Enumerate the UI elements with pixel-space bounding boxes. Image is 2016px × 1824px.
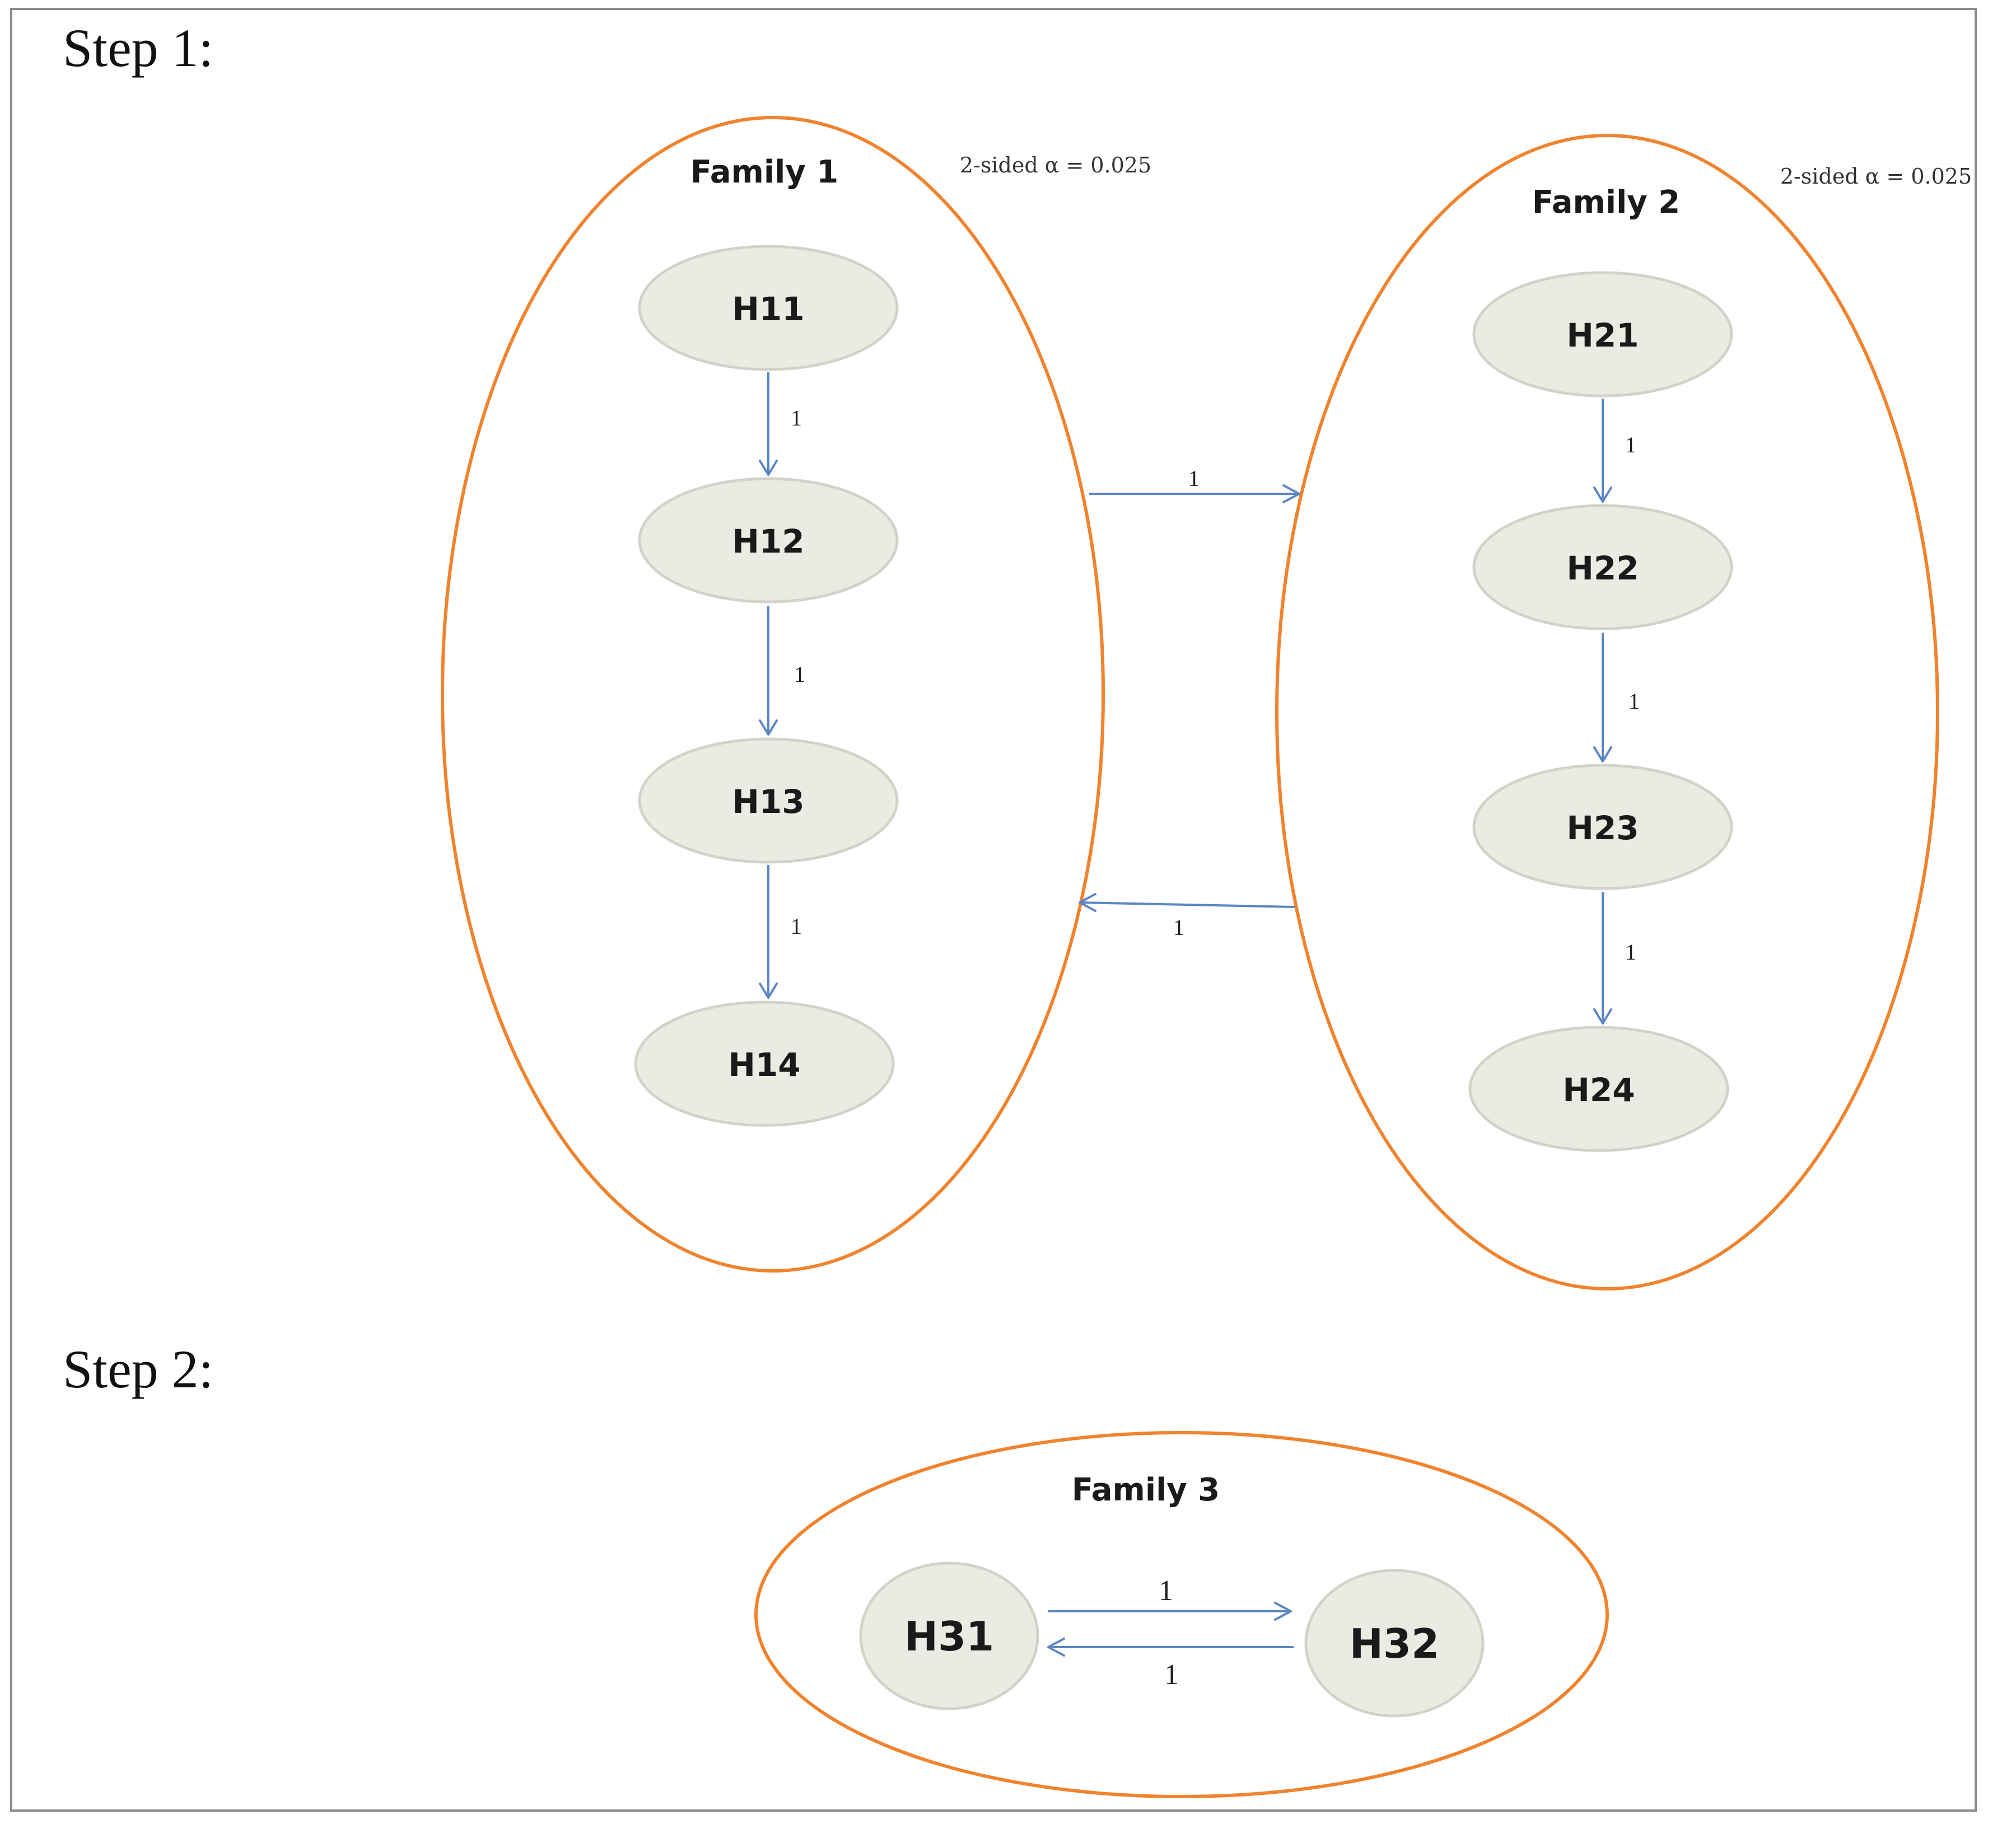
family-1-alpha: 2-sided α = 0.025 xyxy=(960,153,1151,177)
node-h12-label: H12 xyxy=(732,522,804,560)
edge-h13-h14-arrowhead xyxy=(759,983,778,999)
node-h13: H13 xyxy=(638,737,899,864)
edge-family1-family2-weight: 1 xyxy=(1188,466,1200,491)
edge-h21-h22-arrowhead xyxy=(1593,487,1612,503)
node-h11-label: H11 xyxy=(732,290,804,328)
node-h14: H14 xyxy=(634,1000,895,1127)
edge-family2-family1-weight: 1 xyxy=(1173,915,1184,940)
edge-h23-h24-weight: 1 xyxy=(1625,939,1636,965)
node-h21: H21 xyxy=(1472,271,1733,397)
node-h32-label: H32 xyxy=(1350,1620,1439,1667)
edge-h32-h31-arrowhead xyxy=(1047,1638,1065,1657)
edge-family2-family1 xyxy=(1079,901,1295,908)
step-2-label: Step 2: xyxy=(63,1339,213,1399)
node-h13-label: H13 xyxy=(732,783,804,821)
family-2-ellipse xyxy=(1275,134,1939,1290)
node-h14-label: H14 xyxy=(728,1046,800,1084)
node-h24-label: H24 xyxy=(1562,1071,1635,1109)
edge-h31-h32-weight: 1 xyxy=(1159,1575,1173,1607)
family-1-label: Family 1 xyxy=(690,154,838,190)
step-1-label: Step 1: xyxy=(63,18,213,78)
edge-h31-h32-arrowhead xyxy=(1274,1602,1292,1621)
edge-h12-h13-arrowhead xyxy=(759,719,778,736)
edge-family2-family1-arrowhead xyxy=(1079,893,1096,912)
node-h22: H22 xyxy=(1472,504,1733,630)
node-h21-label: H21 xyxy=(1566,316,1639,354)
edge-h23-h24-arrowhead xyxy=(1593,1008,1612,1025)
node-h32: H32 xyxy=(1304,1569,1485,1718)
family-3-label: Family 3 xyxy=(1072,1472,1220,1508)
edge-h12-h13-weight: 1 xyxy=(794,662,805,687)
edge-h22-h23-weight: 1 xyxy=(1628,689,1640,714)
edge-h22-h23-arrowhead xyxy=(1593,746,1612,763)
family-3-ellipse xyxy=(754,1431,1609,1798)
node-h23: H23 xyxy=(1472,764,1733,890)
family-1-ellipse xyxy=(441,116,1105,1273)
edge-h21-h22-weight: 1 xyxy=(1625,432,1636,457)
node-h23-label: H23 xyxy=(1566,809,1639,847)
edge-h11-h12-arrowhead xyxy=(759,460,778,476)
node-h22-label: H22 xyxy=(1566,549,1639,587)
family-2-label: Family 2 xyxy=(1532,184,1680,221)
edge-family1-family2-arrowhead xyxy=(1282,484,1300,503)
edge-h11-h12-weight: 1 xyxy=(791,405,802,431)
node-h31-label: H31 xyxy=(904,1613,994,1660)
edge-h13-h14-weight: 1 xyxy=(791,914,802,939)
edge-h32-h31-weight: 1 xyxy=(1164,1659,1179,1691)
node-h31: H31 xyxy=(859,1561,1039,1710)
family-2-alpha: 2-sided α = 0.025 xyxy=(1780,164,1972,189)
node-h24: H24 xyxy=(1468,1026,1729,1152)
node-h11: H11 xyxy=(638,245,899,371)
node-h12: H12 xyxy=(638,477,899,604)
